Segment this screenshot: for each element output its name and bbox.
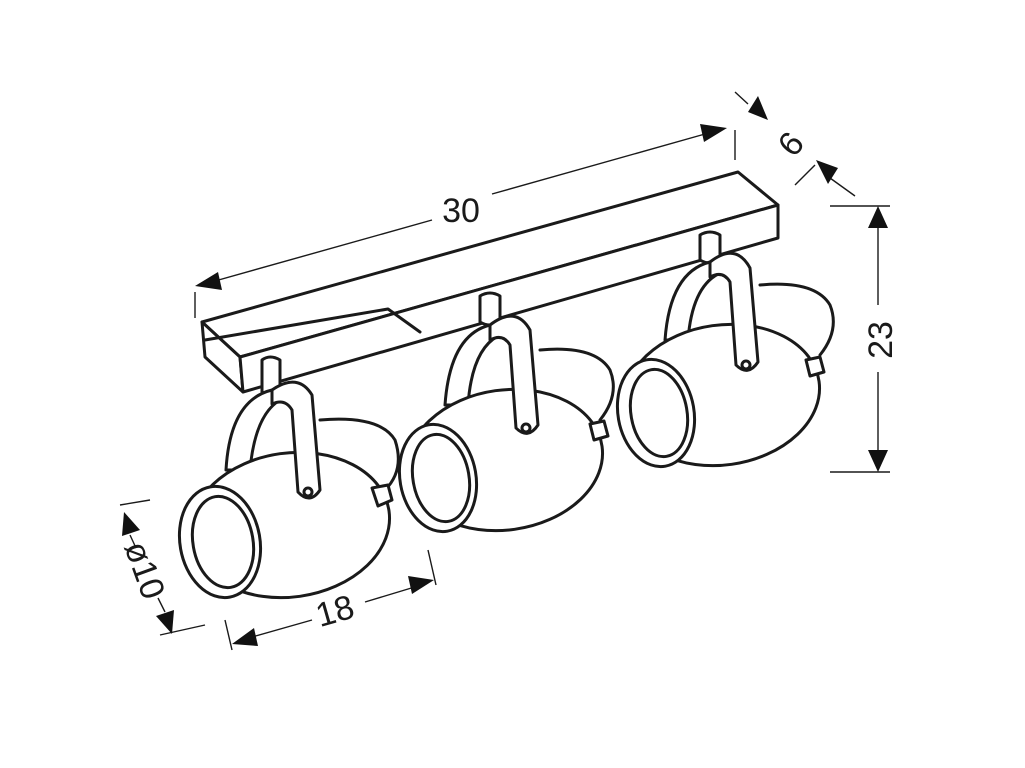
bar-front-face xyxy=(238,203,780,394)
mounting-bar xyxy=(200,170,780,394)
spot-3-pivot-screw xyxy=(740,359,752,371)
spotlight-2 xyxy=(397,291,615,534)
length-line-right xyxy=(491,133,706,195)
diameter-ext-top xyxy=(119,499,151,506)
spot-length-ext-left xyxy=(224,619,233,651)
spot-1-lens xyxy=(190,494,256,590)
spotlight-1 xyxy=(177,355,400,600)
diameter-arrow-top xyxy=(122,512,140,536)
spot-length-line-right xyxy=(364,585,419,603)
spot-3-lens xyxy=(628,367,690,459)
depth-label: 6 xyxy=(771,125,812,164)
dimension-length: 30 xyxy=(194,124,736,318)
spot-length-line-left xyxy=(251,619,313,638)
spot-3-cable xyxy=(758,282,835,357)
diameter-line-bottom xyxy=(157,597,166,613)
spot-3-lens-rim xyxy=(615,357,697,469)
dimension-depth: 6 xyxy=(734,91,856,197)
length-arrow-right xyxy=(700,124,727,142)
height-arrow-bottom xyxy=(868,450,888,472)
spot-2-cable xyxy=(538,347,615,422)
length-line-left xyxy=(214,219,433,282)
spot-3-knob xyxy=(804,355,826,378)
spot-1-yoke-arm xyxy=(270,380,322,500)
depth-ext xyxy=(794,164,816,186)
spot-1-knob xyxy=(370,483,394,508)
diameter-line-top xyxy=(129,534,137,549)
bar-seam xyxy=(203,307,422,342)
depth-line-top xyxy=(734,91,749,105)
spot-length-arrow-left xyxy=(232,628,258,646)
depth-line-bottom xyxy=(829,177,856,197)
spot-2-lens xyxy=(410,432,472,524)
depth-arrow-bottom xyxy=(816,160,838,184)
spot-1-pivot-screw xyxy=(302,486,314,498)
spot-2-knob xyxy=(588,419,610,442)
diameter-label: ø10 xyxy=(116,536,172,604)
spot-2-lens-rim xyxy=(397,422,479,534)
spot-length-label: 18 xyxy=(312,588,359,635)
diameter-arrow-bottom xyxy=(156,610,174,634)
spot-1-cable xyxy=(318,417,400,492)
length-label: 30 xyxy=(442,192,480,230)
depth-arrow-top xyxy=(748,96,768,120)
spot-2-pivot-screw xyxy=(520,422,532,434)
height-arrow-top xyxy=(868,206,888,228)
length-arrow-left xyxy=(195,272,222,290)
height-label: 23 xyxy=(862,321,900,359)
spotlight-3 xyxy=(615,230,835,469)
diameter-ext-bottom xyxy=(159,624,206,636)
spot-length-arrow-right xyxy=(408,576,434,594)
spot-1-lens-rim xyxy=(177,484,263,600)
dimension-height: 23 xyxy=(830,205,900,473)
spot-length-ext-right xyxy=(427,549,437,586)
